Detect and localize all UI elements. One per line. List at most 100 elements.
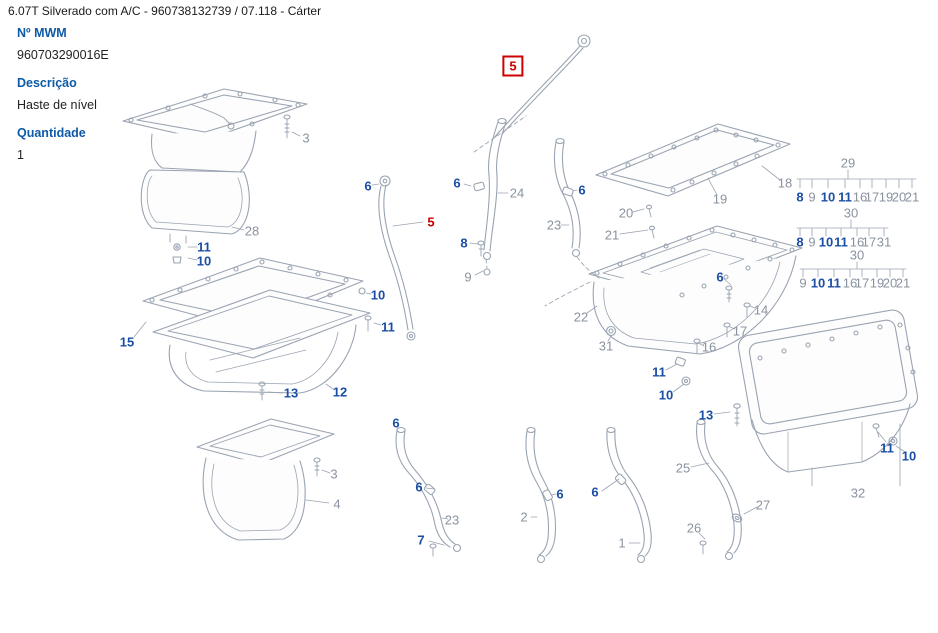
bolt-3-bottom <box>313 457 321 477</box>
group-brackets <box>796 169 917 278</box>
bolt-6-pan <box>725 285 733 303</box>
quantity-value: 1 <box>17 148 24 162</box>
callout-11[interactable]: 11 <box>652 364 666 380</box>
oil-pan-22 <box>588 225 803 355</box>
tube-1 <box>606 426 652 564</box>
bolt-13-right <box>733 403 741 427</box>
stud-21 <box>648 225 656 239</box>
oil-pan-32 <box>737 309 919 487</box>
dipstick-5 <box>494 34 591 138</box>
callout-29: 29 <box>840 155 856 171</box>
callout-17: 17 <box>854 275 870 291</box>
callout-28: 28 <box>244 223 260 239</box>
tube-23-upper <box>553 137 581 258</box>
tube-25 <box>696 418 742 561</box>
callout-11[interactable]: 11 <box>838 189 852 205</box>
callout-11[interactable]: 11 <box>834 234 848 250</box>
callout-14: 14 <box>753 302 769 318</box>
callout-30: 30 <box>849 247 865 263</box>
callout-8[interactable]: 8 <box>460 235 468 251</box>
callout-10[interactable]: 10 <box>818 234 834 250</box>
callout-31: 31 <box>876 234 892 250</box>
callout-22: 22 <box>573 309 589 325</box>
callout-6[interactable]: 6 <box>364 178 372 194</box>
tube-7 <box>395 426 462 553</box>
callout-3: 3 <box>302 130 310 146</box>
description-value: Haste de nível <box>17 98 97 112</box>
callout-18: 18 <box>777 175 793 191</box>
callout-10[interactable]: 10 <box>820 189 836 205</box>
callout-2: 2 <box>520 509 528 525</box>
callout-21: 21 <box>904 189 920 205</box>
callout-10[interactable]: 10 <box>901 448 917 464</box>
callout-10[interactable]: 10 <box>196 253 212 269</box>
callout-6[interactable]: 6 <box>556 486 564 502</box>
nut-9 <box>483 268 491 276</box>
callout-15[interactable]: 15 <box>119 334 135 350</box>
callout-6[interactable]: 6 <box>716 269 724 285</box>
callout-19: 19 <box>712 191 728 207</box>
callout-6[interactable]: 6 <box>591 484 599 500</box>
callout-1: 1 <box>618 535 626 551</box>
leader-lines <box>133 131 906 546</box>
bolt-16 <box>693 338 701 354</box>
clip-10-mid <box>358 287 366 295</box>
bolt-3-top <box>283 114 291 139</box>
callout-6[interactable]: 6 <box>415 479 423 495</box>
plug-bolt-11-br <box>872 423 880 438</box>
callout-3: 3 <box>330 466 338 482</box>
callout-31: 31 <box>598 338 614 354</box>
bolt-11-mid <box>364 315 372 332</box>
callout-16: 16 <box>701 339 717 355</box>
callout-24: 24 <box>509 185 525 201</box>
callout-7[interactable]: 7 <box>417 532 425 548</box>
callout-11[interactable]: 11 <box>381 319 395 335</box>
callout-17: 17 <box>861 234 877 250</box>
callout-8[interactable]: 8 <box>796 234 804 250</box>
callout-9: 9 <box>799 275 807 291</box>
callout-12[interactable]: 12 <box>332 384 348 400</box>
callout-8[interactable]: 8 <box>796 189 804 205</box>
callout-13[interactable]: 13 <box>283 385 299 401</box>
callout-6[interactable]: 6 <box>392 415 400 431</box>
part-info-panel: Nº MWM 960703290016E Descrição Haste de … <box>17 26 157 162</box>
tube-24 <box>473 117 507 261</box>
callout-10[interactable]: 10 <box>658 387 674 403</box>
callout-16: 16 <box>842 275 858 291</box>
callout-27: 27 <box>755 497 771 513</box>
callout-11[interactable]: 11 <box>197 239 211 255</box>
callout-9: 9 <box>808 234 816 250</box>
gasket-18 <box>595 123 791 197</box>
bolt-26 <box>699 540 707 555</box>
callout-10[interactable]: 10 <box>370 287 386 303</box>
callout-10[interactable]: 10 <box>810 275 826 291</box>
callout-6[interactable]: 6 <box>578 182 586 198</box>
oil-pan-4 <box>196 418 335 541</box>
callout-30: 30 <box>843 205 859 221</box>
callout-26: 26 <box>686 520 702 536</box>
bolt-14 <box>743 302 751 318</box>
bolt-13-left <box>258 381 266 401</box>
dashed-guides <box>473 115 600 307</box>
bolt-7-foot <box>429 543 437 557</box>
callout-21: 21 <box>604 227 620 243</box>
washer-31 <box>605 325 617 337</box>
callout-16: 16 <box>849 234 865 250</box>
callout-20: 20 <box>891 189 907 205</box>
callout-32: 32 <box>850 485 866 501</box>
callout-5[interactable]: 5 <box>502 55 524 77</box>
callout-21: 21 <box>895 275 911 291</box>
callout-13[interactable]: 13 <box>698 407 714 423</box>
callout-11[interactable]: 11 <box>827 275 841 291</box>
dipstick-tube-5 <box>378 175 416 341</box>
callout-20: 20 <box>882 275 898 291</box>
breadcrumb: 6.07T Silverado com A/C - 960738132739 /… <box>8 4 322 18</box>
quantity-label: Quantidade <box>17 126 86 140</box>
callout-6[interactable]: 6 <box>453 175 461 191</box>
callout-11[interactable]: 11 <box>880 440 894 456</box>
callout-5[interactable]: 5 <box>427 214 435 230</box>
callout-9: 9 <box>464 269 472 285</box>
